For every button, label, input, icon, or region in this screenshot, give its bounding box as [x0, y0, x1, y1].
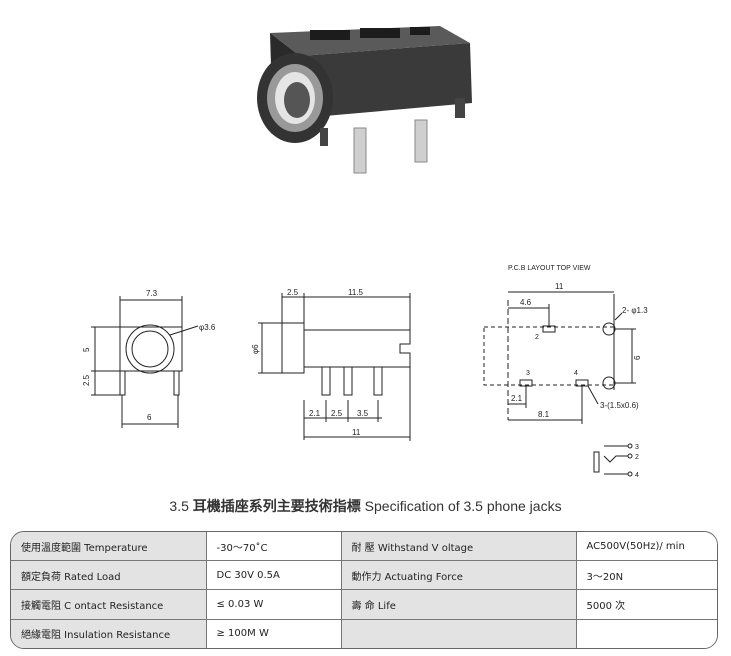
schematic-pin-2: 2 — [635, 454, 639, 461]
spec-table: 使用溫度範圍 Temperature -30～70˚C 耐 壓 Withstan… — [10, 531, 718, 649]
front-width-dim: 7.3 — [146, 289, 158, 298]
table-row: 額定負荷 Rated Load DC 30V 0.5A 動作力 Actuatin… — [11, 560, 717, 591]
pcb-pad-label-2: 2 — [535, 334, 539, 341]
spec-title: 3.5 耳機插座系列主要技術指標 Specification of 3.5 ph… — [0, 496, 731, 516]
side-view-drawing — [258, 293, 411, 441]
spec-label: 接觸電阻 C ontact Resistance — [11, 589, 207, 620]
spec-value: DC 30V 0.5A — [205, 560, 342, 591]
spec-empty-cell — [575, 618, 717, 648]
spec-value: 3～20N — [575, 560, 717, 591]
spec-empty-cell — [340, 618, 577, 648]
front-view-drawing — [91, 296, 199, 428]
table-row: 使用溫度範圍 Temperature -30～70˚C 耐 壓 Withstan… — [11, 532, 717, 562]
spec-label: 壽 命 Life — [340, 589, 577, 620]
pcb-pad-label-4: 4 — [574, 370, 578, 377]
spec-title-en: Specification of 3.5 phone jacks — [364, 498, 562, 514]
pcb-height-dim: 6 — [633, 355, 642, 360]
pcb-pad-label-3: 3 — [526, 370, 530, 377]
spec-value: 5000 次 — [575, 589, 717, 620]
spec-label: 使用溫度範圍 Temperature — [11, 532, 207, 562]
spec-title-zh: 耳機插座系列主要技術指標 — [192, 499, 361, 515]
spec-value: -30～70˚C — [205, 532, 342, 562]
spec-value: ≥ 100M W — [205, 618, 342, 648]
table-row: 絕緣電阻 Insulation Resistance ≥ 100M W — [11, 618, 717, 648]
pcb-pin-offset-dim: 2.1 — [511, 394, 523, 403]
pcb-pitch-dim: 8.1 — [538, 410, 550, 419]
spec-label: 耐 壓 Withstand V oltage — [340, 532, 577, 562]
pcb-hole-note: 2- φ1.3 — [622, 306, 648, 315]
side-diameter-dim: φ6 — [251, 344, 260, 354]
pcb-overall-dim: 11 — [555, 282, 564, 291]
schematic-pin-4: 4 — [635, 472, 639, 479]
side-base-dim: 11 — [352, 428, 361, 437]
front-height-upper-dim: 5 — [82, 347, 91, 352]
pcb-slot-note: 3-(1.5x0.6) — [600, 401, 639, 410]
jack-schematic — [593, 443, 633, 477]
spec-value: AC500V(50Hz)/ min — [575, 532, 717, 562]
spec-label: 絕緣電阻 Insulation Resistance — [11, 618, 207, 648]
spec-label: 動作力 Actuating Force — [340, 560, 577, 591]
side-lead-dim: 2.5 — [287, 288, 299, 297]
pcb-layout-drawing — [483, 291, 636, 424]
spec-value: ≤ 0.03 W — [205, 589, 342, 620]
front-height-lower-dim: 2.5 — [82, 374, 91, 386]
technical-drawings: 7.3 φ3.6 5 2.5 6 2.5 11.5 φ6 2.1 2.5 3.5… — [82, 265, 648, 479]
side-pin-b-dim: 2.5 — [331, 409, 343, 418]
spec-label: 額定負荷 Rated Load — [11, 560, 207, 591]
schematic-pin-3: 3 — [635, 444, 639, 451]
pcb-layout-title: P.C.B LAYOUT TOP VIEW — [508, 265, 591, 272]
side-pin-c-dim: 3.5 — [357, 409, 369, 418]
front-pin-pitch-dim: 6 — [147, 413, 152, 422]
table-row: 接觸電阻 C ontact Resistance ≤ 0.03 W 壽 命 Li… — [11, 589, 717, 620]
spec-title-prefix: 3.5 — [169, 498, 189, 514]
product-photo — [257, 26, 472, 174]
pcb-offset-dim: 4.6 — [520, 298, 532, 307]
front-hole-dim: φ3.6 — [199, 323, 216, 332]
side-pin-a-dim: 2.1 — [309, 409, 321, 418]
side-length-dim: 11.5 — [348, 288, 364, 297]
